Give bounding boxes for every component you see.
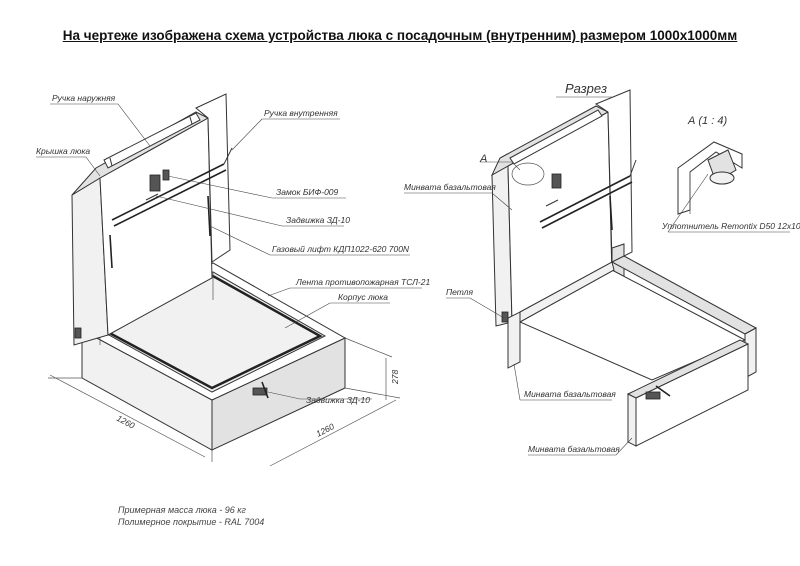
lock-cylinder <box>162 169 170 181</box>
leader-gas-lift <box>209 225 271 256</box>
label-inner-handle: Ручка внутренняя <box>264 108 338 118</box>
drawing-title: На чертеже изображена схема устройства л… <box>62 28 738 43</box>
label-hinge: Петля <box>446 287 473 297</box>
label-seal: Уплотнитель Remontix D50 12x10 <box>661 221 800 231</box>
dim-line-left <box>49 374 206 458</box>
leader-mineral-wool-lid <box>404 192 513 211</box>
side-panel-latch <box>645 391 661 400</box>
label-latch-top: Задвижка ЗД-10 <box>286 215 350 225</box>
left-hatch-view <box>36 93 422 467</box>
section-hinge <box>501 311 509 323</box>
side-panel-latch-handle <box>655 385 671 397</box>
section-inner-handle-2 <box>541 181 633 229</box>
label-lid: Крышка люка <box>36 146 90 156</box>
lid-back-frame <box>195 93 231 263</box>
leader-latch-top <box>155 195 283 227</box>
note-coating: Полимерное покрытие - RAL 7004 <box>118 517 265 527</box>
leader-latch-bottom <box>267 391 301 400</box>
dim-ext-height <box>344 337 393 358</box>
gas-lift-rod-2 <box>207 195 211 237</box>
section-outer-handle <box>509 109 603 165</box>
section-gas-lift <box>609 195 613 231</box>
inner-handle-bar <box>111 163 225 221</box>
leader-hinge <box>446 297 505 319</box>
detail-a-seal-round <box>709 171 735 185</box>
label-latch-bottom: Задвижка ЗД-10 <box>306 395 370 405</box>
label-lock: Замок БИФ-009 <box>276 187 339 197</box>
label-mineral-wool-lid: Минвата базальтовая <box>404 182 496 192</box>
leader-outer-handle <box>50 103 151 147</box>
detail-a-view <box>677 141 743 215</box>
outer-handle-post-right <box>189 116 193 125</box>
detail-marker: А <box>479 153 487 165</box>
latch-bottom-handle <box>261 381 269 399</box>
leader-lid <box>36 156 101 177</box>
leader-detail-a <box>480 161 521 171</box>
detail-a-circle <box>511 162 545 186</box>
leader-inner-handle <box>231 118 263 151</box>
lock-body <box>149 174 161 192</box>
section-inner-handle-bracket <box>629 159 637 177</box>
right-section-view <box>404 89 790 456</box>
label-mineral-wool-wall: Минвата базальтовая <box>524 389 616 399</box>
section-lock <box>551 173 562 189</box>
dim-line-right <box>269 399 397 467</box>
section-wall-left-inner <box>519 261 615 323</box>
latch-top <box>145 193 159 201</box>
latch-bottom-body <box>252 387 268 396</box>
dim-width-left: 1260 <box>115 413 137 431</box>
label-outer-handle: Ручка наружняя <box>52 93 116 103</box>
gas-lift-rod <box>109 234 113 269</box>
label-body: Корпус люка <box>338 292 388 302</box>
label-gas-lift: Газовый лифт КДП1022-620 700N <box>272 244 410 254</box>
lid-hinge <box>74 327 82 339</box>
dim-width-right: 1260 <box>314 421 336 439</box>
side-panel-face <box>635 343 749 447</box>
label-mineral-wool-side: Минвата базальтовая <box>528 444 620 454</box>
detail-title: А (1 : 4) <box>687 115 727 127</box>
leader-mineral-wool-wall <box>513 363 521 401</box>
outer-handle-post-left <box>109 157 113 167</box>
note-mass: Примерная масса люка - 96 кг <box>118 505 246 515</box>
leader-lock <box>167 175 273 199</box>
leader-mineral-wool-side <box>528 437 633 456</box>
leader-body <box>284 302 331 329</box>
label-fire-tape: Лента противопожарная ТСЛ-21 <box>295 277 430 287</box>
dim-height: 278 <box>390 370 400 385</box>
outer-handle <box>103 112 201 169</box>
section-latch <box>545 199 559 207</box>
detail-a-frame <box>677 141 743 215</box>
section-wall-left <box>507 311 521 369</box>
leader-seal <box>667 173 709 233</box>
leader-fire-tape <box>267 287 291 297</box>
inner-handle-bracket <box>223 147 233 165</box>
dim-ext-right <box>344 387 401 399</box>
inner-handle-bar-2 <box>113 169 227 227</box>
section-inner-handle <box>539 175 631 223</box>
section-title: Разрез <box>565 81 607 96</box>
